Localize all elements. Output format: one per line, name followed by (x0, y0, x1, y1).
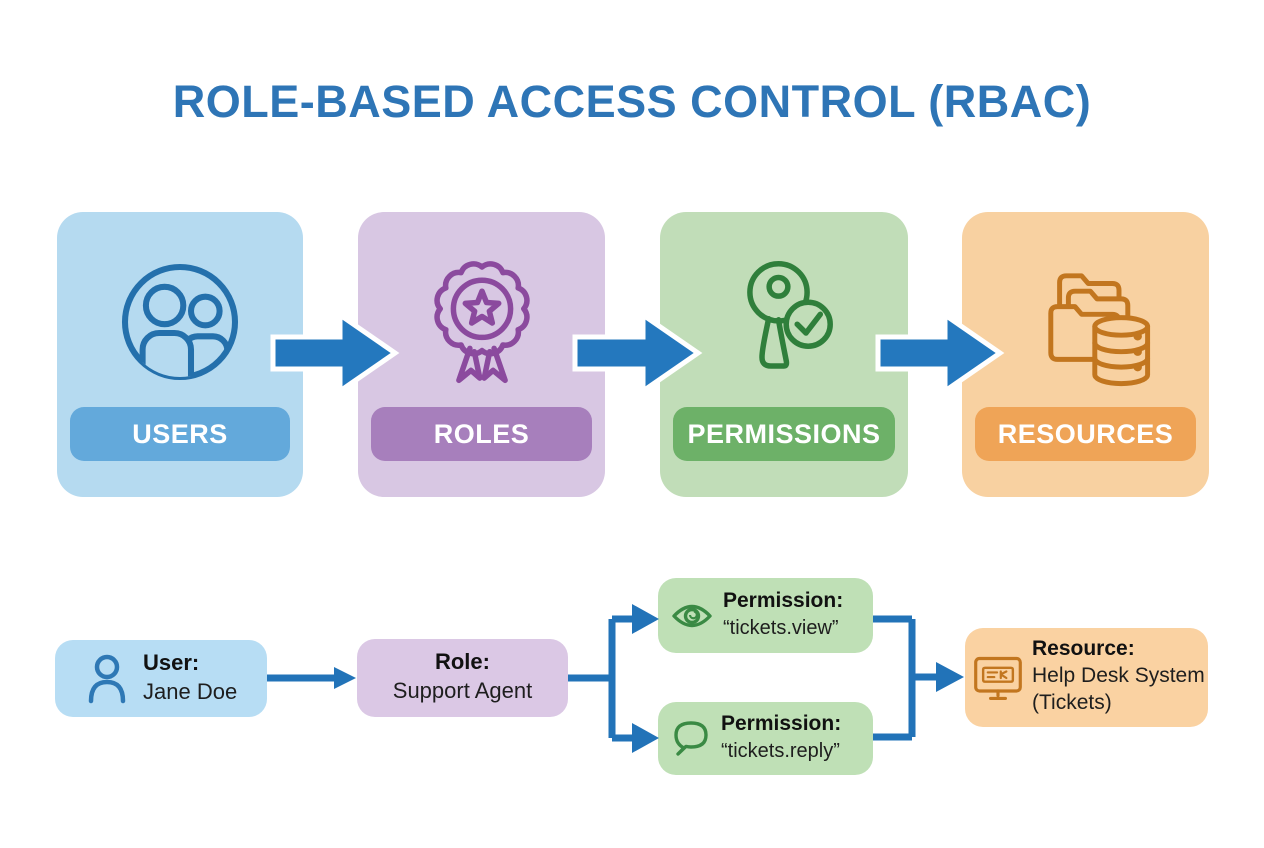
badge-star-icon (416, 256, 548, 388)
stage-label-roles: ROLES (371, 407, 592, 461)
resource-value-line2: (Tickets) (1032, 691, 1112, 714)
speech-bubble-icon (670, 718, 712, 760)
stage-box-permissions: PERMISSIONS (660, 212, 908, 497)
example-resource-box: Resource: Help Desk System (Tickets) (965, 628, 1208, 727)
key-check-icon (718, 256, 850, 388)
stage-box-users: USERS (57, 212, 303, 497)
resource-label: Resource: (1032, 637, 1135, 660)
permission-view-text: Permission: “tickets.view” (723, 588, 843, 643)
eye-icon (670, 601, 714, 631)
permission-reply-value: “tickets.reply” (721, 740, 840, 762)
role-label: Role: (434, 649, 490, 674)
stage-box-resources: RESOURCES (962, 212, 1209, 497)
example-permission-view-box: Permission: “tickets.view” (658, 578, 873, 653)
arrowhead-to-resource (936, 662, 964, 692)
folders-database-icon (1020, 256, 1152, 388)
arrowhead-user-to-role (334, 667, 356, 689)
permission-view-label: Permission: (723, 589, 844, 612)
stage-label-resources: RESOURCES (975, 407, 1196, 461)
stage-label-roles-text: ROLES (433, 418, 530, 449)
stage-label-users: USERS (70, 407, 290, 461)
role-value: Support Agent (392, 678, 533, 703)
user-value: Jane Doe (143, 678, 238, 704)
connector-permissions-merge (873, 615, 938, 741)
resource-text: Resource: Help Desk System (Tickets) (1032, 637, 1205, 718)
example-user-box: User: Jane Doe (55, 640, 267, 717)
stage-label-users-text: USERS (132, 418, 228, 449)
permission-view-value: “tickets.view” (723, 617, 839, 639)
permission-reply-text: Permission: “tickets.reply” (721, 711, 841, 766)
stage-box-roles: ROLES (358, 212, 605, 497)
page-title: ROLE-BASED ACCESS CONTROL (RBAC) (172, 76, 1092, 127)
example-permission-reply-box: Permission: “tickets.reply” (658, 702, 873, 775)
user-label: User: (143, 649, 200, 675)
connector-role-split (568, 615, 634, 742)
monitor-ticket-icon (972, 653, 1024, 703)
role-text: Role: Support Agent (393, 649, 532, 707)
users-icon (114, 256, 246, 388)
stage-label-permissions: PERMISSIONS (673, 407, 895, 461)
stage-label-permissions-text: PERMISSIONS (687, 418, 881, 449)
stage-label-resources-text: RESOURCES (997, 418, 1174, 449)
example-role-box: Role: Support Agent (357, 639, 568, 717)
person-icon (87, 654, 127, 704)
permission-reply-label: Permission: (721, 712, 842, 735)
user-text: User: Jane Doe (143, 650, 237, 708)
arrowhead-to-permission-reply (632, 723, 659, 753)
resource-value-line1: Help Desk System (1032, 664, 1205, 687)
arrowhead-to-permission-view (632, 604, 659, 634)
